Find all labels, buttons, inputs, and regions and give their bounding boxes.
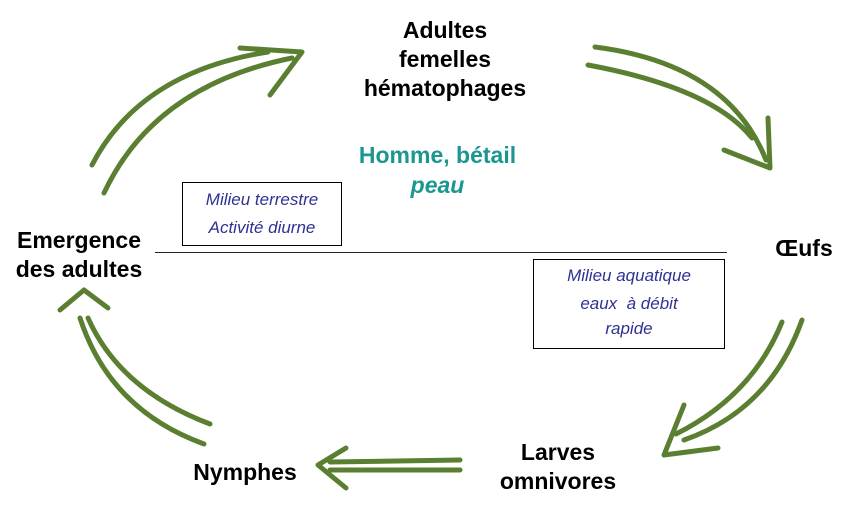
host-line1: Homme, bétail bbox=[358, 142, 517, 168]
terrestrial-line1: Milieu terrestre bbox=[205, 190, 319, 209]
stage-eggs-line1: Œufs bbox=[775, 235, 833, 261]
arrow-eggs-to-larvae bbox=[661, 317, 805, 458]
aquatic-line1: Milieu aquatique bbox=[567, 266, 691, 285]
stage-adults-line1: Adultes bbox=[402, 17, 488, 43]
terrestrial-line2: Activité diurne bbox=[208, 218, 316, 237]
host-label: Homme, bétail peau bbox=[335, 140, 540, 200]
stage-adults: Adultes femelles hématophages bbox=[340, 16, 550, 103]
arrow-larvae-to-nymphs bbox=[315, 445, 463, 491]
aquatic-line2: eaux à débit bbox=[580, 294, 678, 313]
stage-nymphs-line1: Nymphes bbox=[193, 459, 297, 485]
stage-nymphs: Nymphes bbox=[175, 458, 315, 487]
terrestrial-environment-box: Milieu terrestre Activité diurne bbox=[182, 182, 342, 246]
stage-emergence-line2: des adultes bbox=[15, 256, 143, 282]
stage-adults-line2: femelles bbox=[398, 46, 492, 72]
stage-adults-line3: hématophages bbox=[363, 75, 527, 101]
stage-larvae-line1: Larves bbox=[520, 439, 596, 465]
stage-larvae-line2: omnivores bbox=[499, 468, 617, 494]
environment-divider bbox=[155, 252, 727, 253]
aquatic-line3: rapide bbox=[605, 319, 653, 338]
host-line2: peau bbox=[410, 172, 465, 198]
arrow-adults-to-eggs bbox=[585, 44, 773, 171]
stage-larvae: Larves omnivores bbox=[478, 438, 638, 496]
arrow-nymphs-to-emergence bbox=[57, 287, 213, 447]
stage-emergence: Emergence des adultes bbox=[0, 226, 158, 284]
aquatic-environment-box: Milieu aquatique eaux à débit rapide bbox=[533, 259, 725, 349]
stage-emergence-line1: Emergence bbox=[16, 227, 141, 253]
stage-eggs: Œufs bbox=[760, 234, 848, 263]
arrow-emergence-to-adults bbox=[89, 45, 305, 196]
